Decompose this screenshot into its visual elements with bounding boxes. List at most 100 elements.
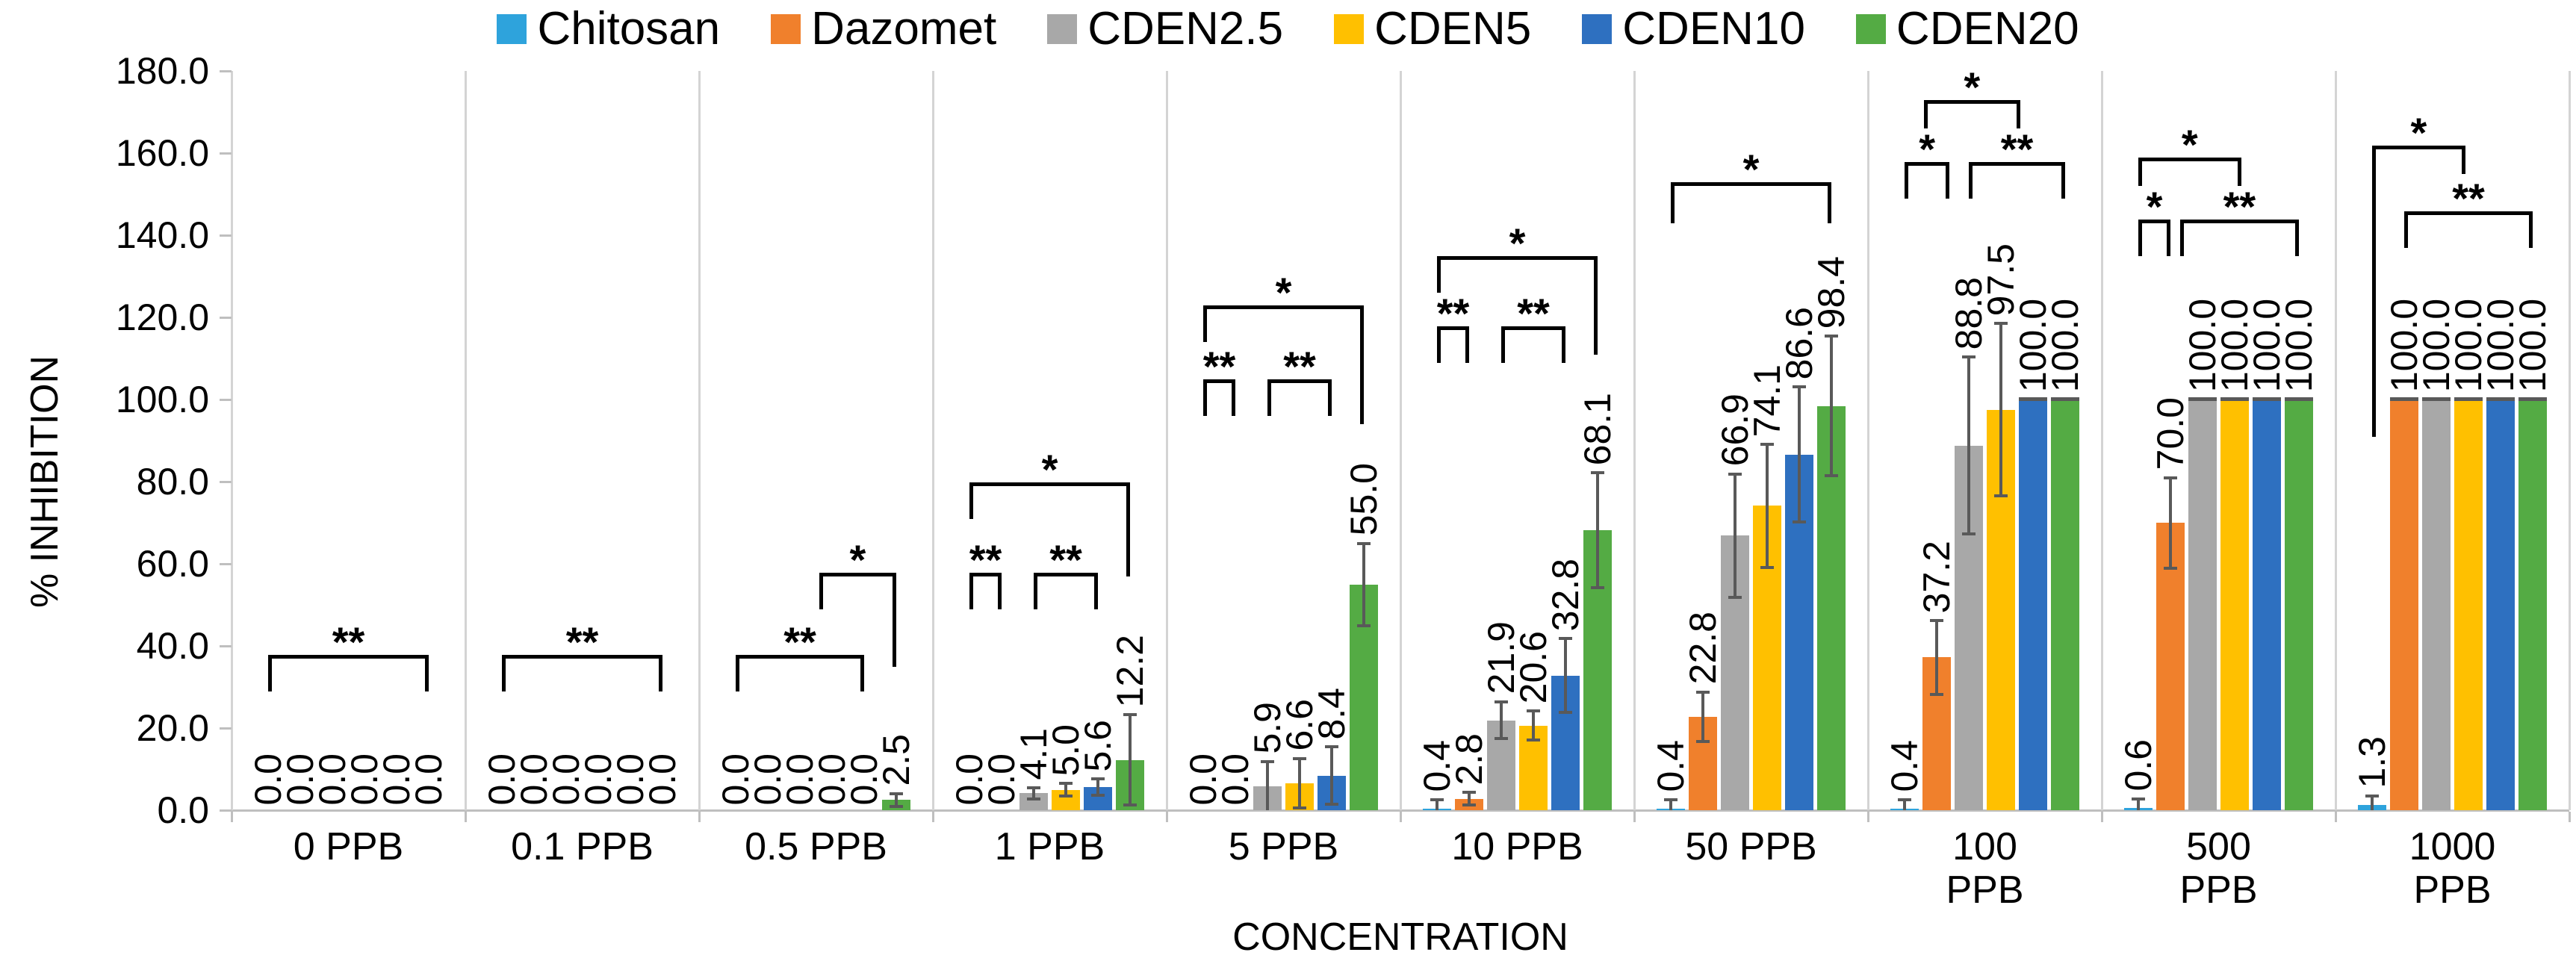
bar-top-cap	[2188, 397, 2217, 401]
bar-value-label: 98.4	[1810, 255, 1852, 329]
x-category-label: 100 PPB	[1946, 825, 2024, 913]
legend-swatch-icon	[1334, 14, 1365, 44]
bar-dazomet-1000-ppb	[2390, 399, 2418, 810]
category-separator-line	[1399, 71, 1402, 810]
error-bar	[1362, 543, 1365, 626]
error-bar-cap-top	[1261, 759, 1274, 763]
bar-value-label: 55.0	[1342, 463, 1385, 536]
bar-cden20-100-ppb	[2051, 399, 2079, 810]
significance-stars: *	[2181, 121, 2198, 168]
error-bar	[1129, 715, 1132, 806]
category-separator-line	[230, 71, 233, 810]
significance-bracket-arm	[2138, 161, 2142, 186]
error-bar	[1967, 357, 1970, 534]
error-bar	[1064, 783, 1067, 796]
significance-bracket	[969, 482, 1130, 486]
y-tick-label: 0.0	[157, 789, 209, 831]
significance-bracket-arm	[502, 658, 506, 691]
bar-value-label: 8.4	[1310, 687, 1353, 740]
error-bar-cap-top	[1527, 709, 1540, 713]
bar-value-label: 68.1	[1576, 393, 1618, 466]
error-bar	[1330, 747, 1333, 805]
bar-cden20-500-ppb	[2285, 399, 2313, 810]
x-axis-tick	[1165, 812, 1168, 822]
significance-bracket-arm	[1923, 104, 1928, 128]
error-bar-cap-bottom	[1559, 711, 1572, 715]
error-bar-cap-top	[2365, 794, 2379, 798]
bar-cden10-500-ppb	[2253, 399, 2281, 810]
y-tick-label: 20.0	[136, 707, 209, 749]
significance-bracket-arm	[998, 576, 1002, 609]
category-separator-line	[2568, 71, 2571, 810]
x-category-label: 1000 PPB	[2409, 825, 2496, 913]
x-category-label: 0.5 PPB	[745, 825, 887, 868]
significance-bracket-arm	[1437, 260, 1441, 293]
significance-bracket-arm	[736, 658, 739, 691]
significance-stars: **	[1202, 343, 1236, 390]
significance-bracket	[1034, 572, 1098, 576]
legend-swatch-icon	[1855, 14, 1886, 44]
significance-bracket-arm	[1360, 309, 1364, 424]
significance-bracket	[1437, 326, 1469, 330]
error-bar-cap-top	[1325, 745, 1338, 749]
error-bar-cap-bottom	[2164, 566, 2177, 570]
bar-cden2.5-1000-ppb	[2422, 399, 2451, 810]
significance-stars: *	[1509, 220, 1526, 267]
x-axis-tick	[464, 812, 467, 822]
error-bar-cap-top	[1123, 713, 1137, 717]
x-category-label: 0.1 PPB	[511, 825, 654, 868]
x-axis-tick	[2334, 812, 2337, 822]
significance-bracket-arm	[659, 658, 662, 691]
bar-value-label: 0.4	[1883, 740, 1925, 792]
significance-bracket	[1671, 182, 1831, 186]
error-bar	[1669, 799, 1672, 810]
bar-value-label: 0.0	[407, 753, 450, 806]
x-category-label: 1 PPB	[994, 825, 1105, 868]
significance-bracket-arm	[1034, 576, 1037, 609]
significance-bracket	[2138, 158, 2241, 161]
y-axis-tick	[220, 69, 232, 72]
y-tick-label: 60.0	[136, 543, 209, 585]
error-bar-cap-top	[1930, 618, 1943, 622]
significance-bracket-arm	[1562, 329, 1565, 363]
x-axis-tick	[1633, 812, 1636, 822]
error-bar-cap-top	[890, 792, 903, 795]
legend-swatch-icon	[1582, 14, 1613, 44]
x-axis-line	[232, 809, 2569, 812]
x-category-cell: 50 PPB	[1634, 825, 1868, 868]
bar-value-label: 5.6	[1076, 719, 1119, 772]
bar-top-cap	[2422, 397, 2451, 401]
y-tick-label: 160.0	[115, 132, 209, 174]
significance-bracket-arm	[969, 485, 973, 519]
significance-bracket-arm	[1203, 383, 1207, 416]
bar-value-label: 1.3	[2350, 736, 2393, 789]
significance-bracket-arm	[1465, 329, 1469, 363]
significance-bracket-arm	[2461, 149, 2465, 174]
error-bar-cap-top	[1430, 798, 1444, 801]
significance-stars: **	[2223, 182, 2256, 230]
bar-cden10-100-ppb	[2019, 399, 2047, 810]
error-bar	[1298, 758, 1301, 808]
y-tick-label: 140.0	[115, 214, 209, 256]
significance-stars: *	[1964, 63, 1981, 111]
significance-bracket	[1501, 326, 1565, 330]
error-bar-cap-bottom	[1696, 739, 1710, 743]
significance-bracket	[1437, 256, 1598, 260]
x-axis-tick	[1866, 812, 1869, 822]
significance-bracket-arm	[1232, 383, 1235, 416]
significance-stars: **	[2000, 125, 2034, 172]
bar-value-label: 2.8	[1447, 733, 1490, 786]
bar-value-label: 37.2	[1915, 540, 1958, 613]
significance-bracket-arm	[1328, 383, 1332, 416]
significance-bracket-arm	[2138, 223, 2142, 256]
y-axis-tick	[220, 152, 232, 155]
error-bar	[1734, 473, 1737, 597]
significance-bracket	[1203, 379, 1235, 383]
error-bar	[1266, 761, 1269, 810]
error-bar	[895, 794, 898, 806]
bar-top-cap	[2454, 397, 2483, 401]
significance-stars: **	[1517, 289, 1550, 337]
x-category-label: 500 PPB	[2179, 825, 2258, 913]
